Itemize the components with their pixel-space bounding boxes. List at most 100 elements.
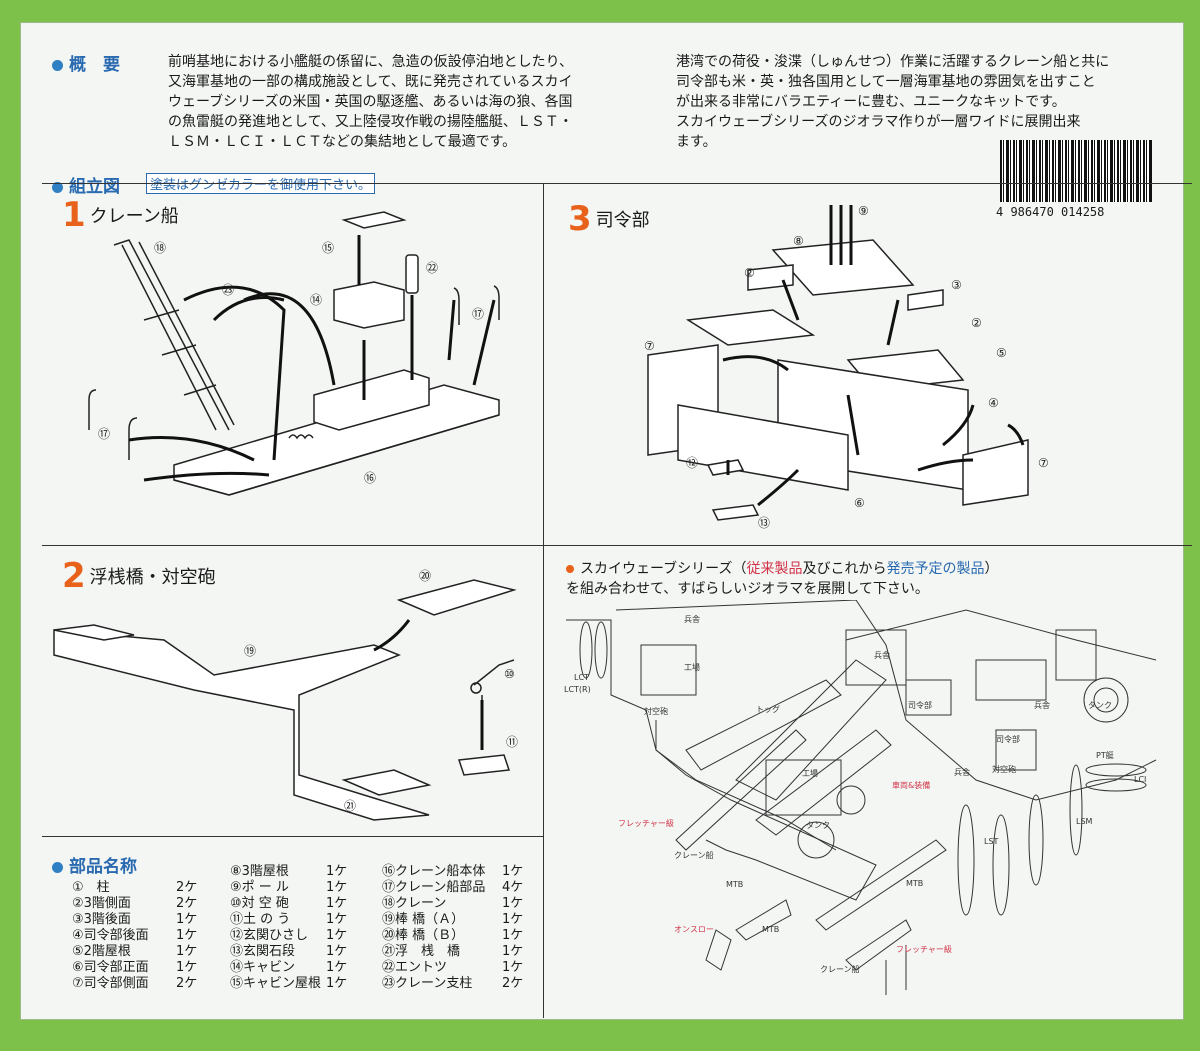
callout-19: ⑲ (244, 644, 256, 658)
callout-21: ㉑ (344, 799, 356, 813)
svg-text:MTB: MTB (906, 879, 923, 888)
svg-text:LST: LST (984, 837, 999, 846)
svg-text:オンスロー: オンスロー (674, 925, 714, 934)
svg-text:タンク: タンク (806, 821, 830, 830)
svg-text:クレーン船: クレーン船 (674, 850, 714, 860)
callout-14: ⑭ (310, 293, 322, 307)
callout-15: ⑮ (322, 241, 334, 255)
divider-middle (42, 545, 1192, 546)
svg-text:兵舎: 兵舎 (874, 650, 890, 660)
crane-ship-diagram: ⑱ ㉓ ⑮ ㉒ ⑭ ⑰ ⑰ ⑯ (88, 211, 500, 496)
callout-3: ③ (951, 278, 962, 292)
bullet-icon (52, 181, 63, 193)
pier-diagram: ⑳ ⑲ ⑩ ⑪ ㉑ (53, 569, 518, 821)
callout-20: ⑳ (419, 569, 431, 583)
parts-heading: 部品名称 (52, 852, 137, 877)
callout-17a: ⑰ (472, 307, 484, 321)
overview-heading: 概 要 (52, 50, 120, 75)
divider-top (42, 183, 1192, 184)
callout-2a: ② (744, 266, 755, 280)
part-row: ⑳棒 橋（Ｂ）1ケ (382, 928, 524, 943)
svg-text:LSM: LSM (1076, 817, 1093, 826)
svg-text:LCT(R): LCT(R) (564, 685, 591, 694)
upcoming-products: 発売予定の製品 (886, 561, 985, 577)
bullet-icon (566, 565, 574, 573)
callout-10: ⑩ (504, 667, 515, 681)
bullet-icon (52, 59, 63, 71)
assembly-heading: 組立図 (52, 172, 120, 197)
svg-text:兵舎: 兵舎 (954, 767, 970, 777)
overview-text-left: 前哨基地における小艦艇の係留に、急造の仮設停泊地としたり、 又海軍基地の一部の構… (168, 54, 574, 150)
svg-text:フレッチャー級: フレッチャー級 (896, 944, 952, 954)
svg-text:フレッチャー級: フレッチャー級 (618, 818, 674, 828)
callout-16: ⑯ (364, 471, 376, 485)
callout-23: ㉓ (222, 283, 234, 297)
callout-11: ⑪ (506, 735, 518, 749)
svg-text:タンク: タンク (1088, 701, 1112, 710)
svg-text:MTB: MTB (762, 925, 779, 934)
svg-text:司令部: 司令部 (996, 734, 1020, 744)
callout-8: ⑧ (793, 234, 804, 248)
svg-text:兵舎: 兵舎 (1034, 700, 1050, 710)
hq-diagram: ⑨ ⑧ ② ③ ② ⑤ ⑦ ④ ⑫ ⑦ ⑥ ⑬ (644, 204, 1048, 530)
divider-vertical (543, 183, 544, 1018)
svg-text:車両&装備: 車両&装備 (892, 780, 930, 790)
barcode-number: 4 986470 014258 (996, 205, 1105, 219)
callout-6: ⑥ (854, 496, 865, 510)
bullet-icon (52, 861, 63, 873)
callout-2b: ② (971, 316, 982, 330)
callout-17b: ⑰ (98, 427, 110, 441)
svg-text:MTB: MTB (726, 880, 743, 889)
overview-text-right: 港湾での荷役・浚渫（しゅんせつ）作業に活躍するクレーン船と共に 司令部も米・英・… (676, 54, 1110, 150)
callout-5: ⑤ (996, 346, 1007, 360)
callout-9: ⑨ (858, 204, 869, 218)
callout-7a: ⑦ (644, 339, 655, 353)
svg-text:トッグ: トッグ (756, 704, 780, 714)
part-row: ⑲棒 橋（Ａ）1ケ (382, 912, 524, 927)
callout-4: ④ (988, 396, 999, 410)
callout-18: ⑱ (154, 241, 166, 255)
svg-text:対空砲: 対空砲 (644, 706, 668, 716)
divider-bottom-left (42, 836, 543, 837)
svg-text:LCT: LCT (574, 673, 589, 682)
svg-text:クレーン船: クレーン船 (820, 964, 860, 974)
barcode (1000, 140, 1152, 202)
callout-13: ⑬ (758, 516, 770, 530)
series-note: スカイウェーブシリーズ（従来製品及びこれから発売予定の製品） を組み合わせて、す… (566, 561, 999, 597)
callout-12: ⑫ (686, 456, 698, 470)
callout-22: ㉒ (426, 261, 438, 275)
svg-text:兵舎: 兵舎 (684, 614, 700, 624)
svg-text:工場: 工場 (802, 768, 818, 778)
svg-text:PT艇: PT艇 (1096, 750, 1114, 760)
svg-text:工場: 工場 (684, 662, 700, 672)
existing-products: 従来製品 (746, 561, 803, 577)
harbor-map: LCT LCT(R) 対空砲 兵舎 工場 トッグ 兵舎 司令部 兵舎 タンク 司… (564, 600, 1157, 995)
svg-text:LCI: LCI (1134, 775, 1146, 784)
callout-7b: ⑦ (1038, 456, 1048, 470)
